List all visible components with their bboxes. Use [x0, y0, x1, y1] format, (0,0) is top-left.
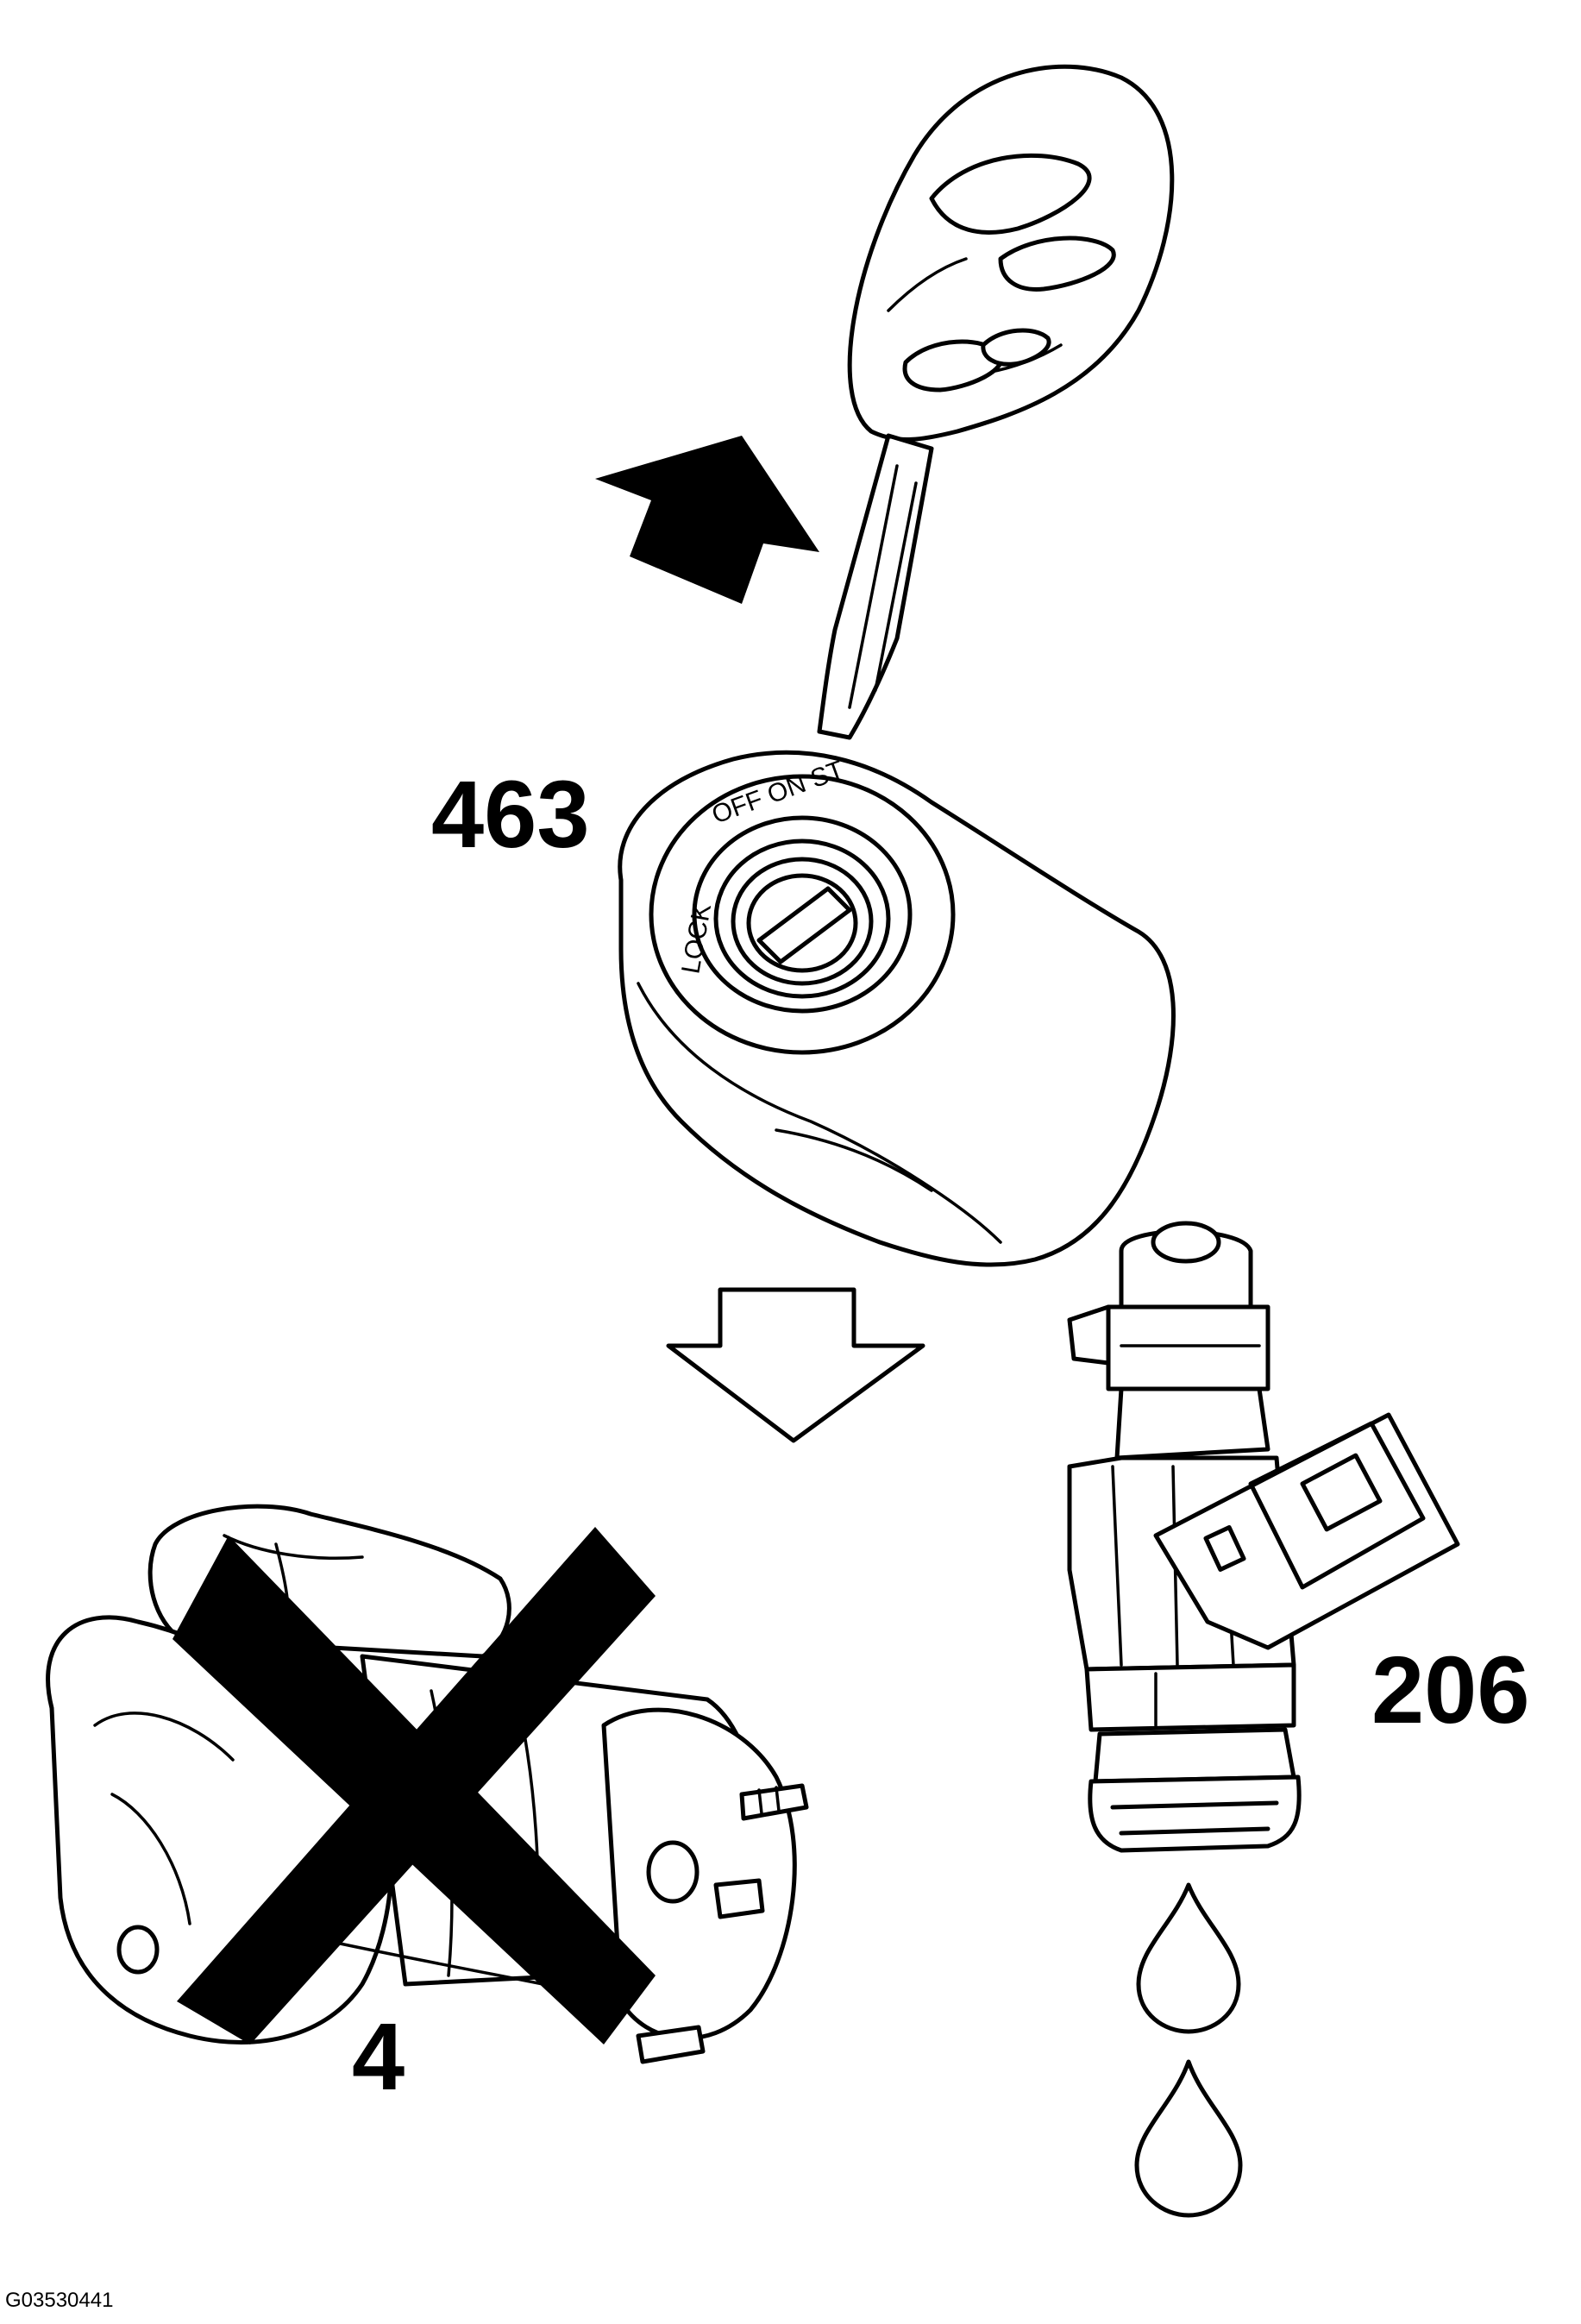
ignition-switch-callout: 463 [431, 762, 590, 868]
ignition-switch-icon: LOCK OFF ON ST [618, 750, 1176, 1267]
starter-motor-callout: 4 [352, 2004, 405, 2110]
outline-down-arrow-icon [666, 1287, 925, 1443]
prohibited-cross-icon [173, 1527, 656, 2044]
key-icon [817, 64, 1175, 740]
fuel-injector-icon [1067, 1221, 1460, 1853]
figure-id: G03530441 [5, 2289, 114, 2312]
injector-callout: 206 [1371, 1637, 1530, 1743]
fuel-drop-icon [1134, 2059, 1243, 2218]
fuel-drop-icon [1136, 1882, 1241, 2034]
remove-direction-arrow-icon [595, 436, 819, 604]
